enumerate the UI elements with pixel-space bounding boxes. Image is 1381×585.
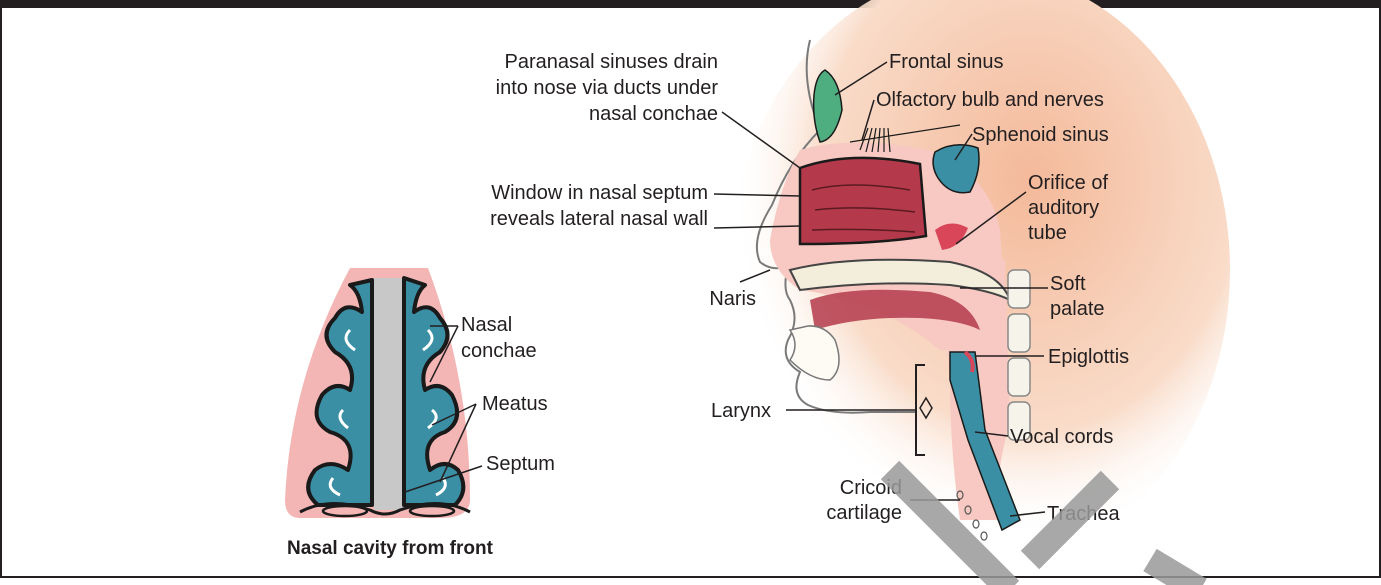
- sagittal-head-view: [730, 0, 1230, 570]
- label-soft-palate-1: Soft: [1050, 273, 1086, 295]
- label-orifice-2: auditory: [1028, 197, 1099, 219]
- label-paranasal-3: nasal conchae: [589, 103, 718, 125]
- label-epiglottis: Epiglottis: [1048, 346, 1129, 368]
- label-sphenoid: Sphenoid sinus: [972, 124, 1109, 146]
- label-olfactory: Olfactory bulb and nerves: [876, 89, 1104, 111]
- septum: [374, 278, 404, 510]
- label-paranasal-1: Paranasal sinuses drain: [505, 51, 718, 73]
- nasal-cavity-front-view: Nasal conchae Meatus Septum Nasal cavity…: [285, 268, 555, 559]
- label-orifice-3: tube: [1028, 222, 1067, 244]
- label-window-2: reveals lateral nasal wall: [490, 208, 708, 230]
- label-nasal-conchae-2: conchae: [461, 340, 537, 362]
- label-meatus: Meatus: [482, 393, 548, 415]
- label-naris: Naris: [709, 288, 756, 310]
- top-rule: [0, 0, 1381, 8]
- left-rule: [0, 8, 2, 578]
- label-septum: Septum: [486, 453, 555, 475]
- label-cricoid-2: cartilage: [826, 502, 902, 524]
- figure-caption: Nasal cavity from front: [287, 538, 494, 559]
- label-window-1: Window in nasal septum: [491, 182, 708, 204]
- label-orifice-1: Orifice of: [1028, 172, 1108, 194]
- label-larynx: Larynx: [711, 400, 771, 422]
- label-soft-palate-2: palate: [1050, 298, 1105, 320]
- label-frontal-sinus: Frontal sinus: [889, 51, 1004, 73]
- label-vocal-cords: Vocal cords: [1010, 426, 1113, 448]
- label-paranasal-2: into nose via ducts under: [496, 77, 719, 99]
- label-nasal-conchae-1: Nasal: [461, 314, 512, 336]
